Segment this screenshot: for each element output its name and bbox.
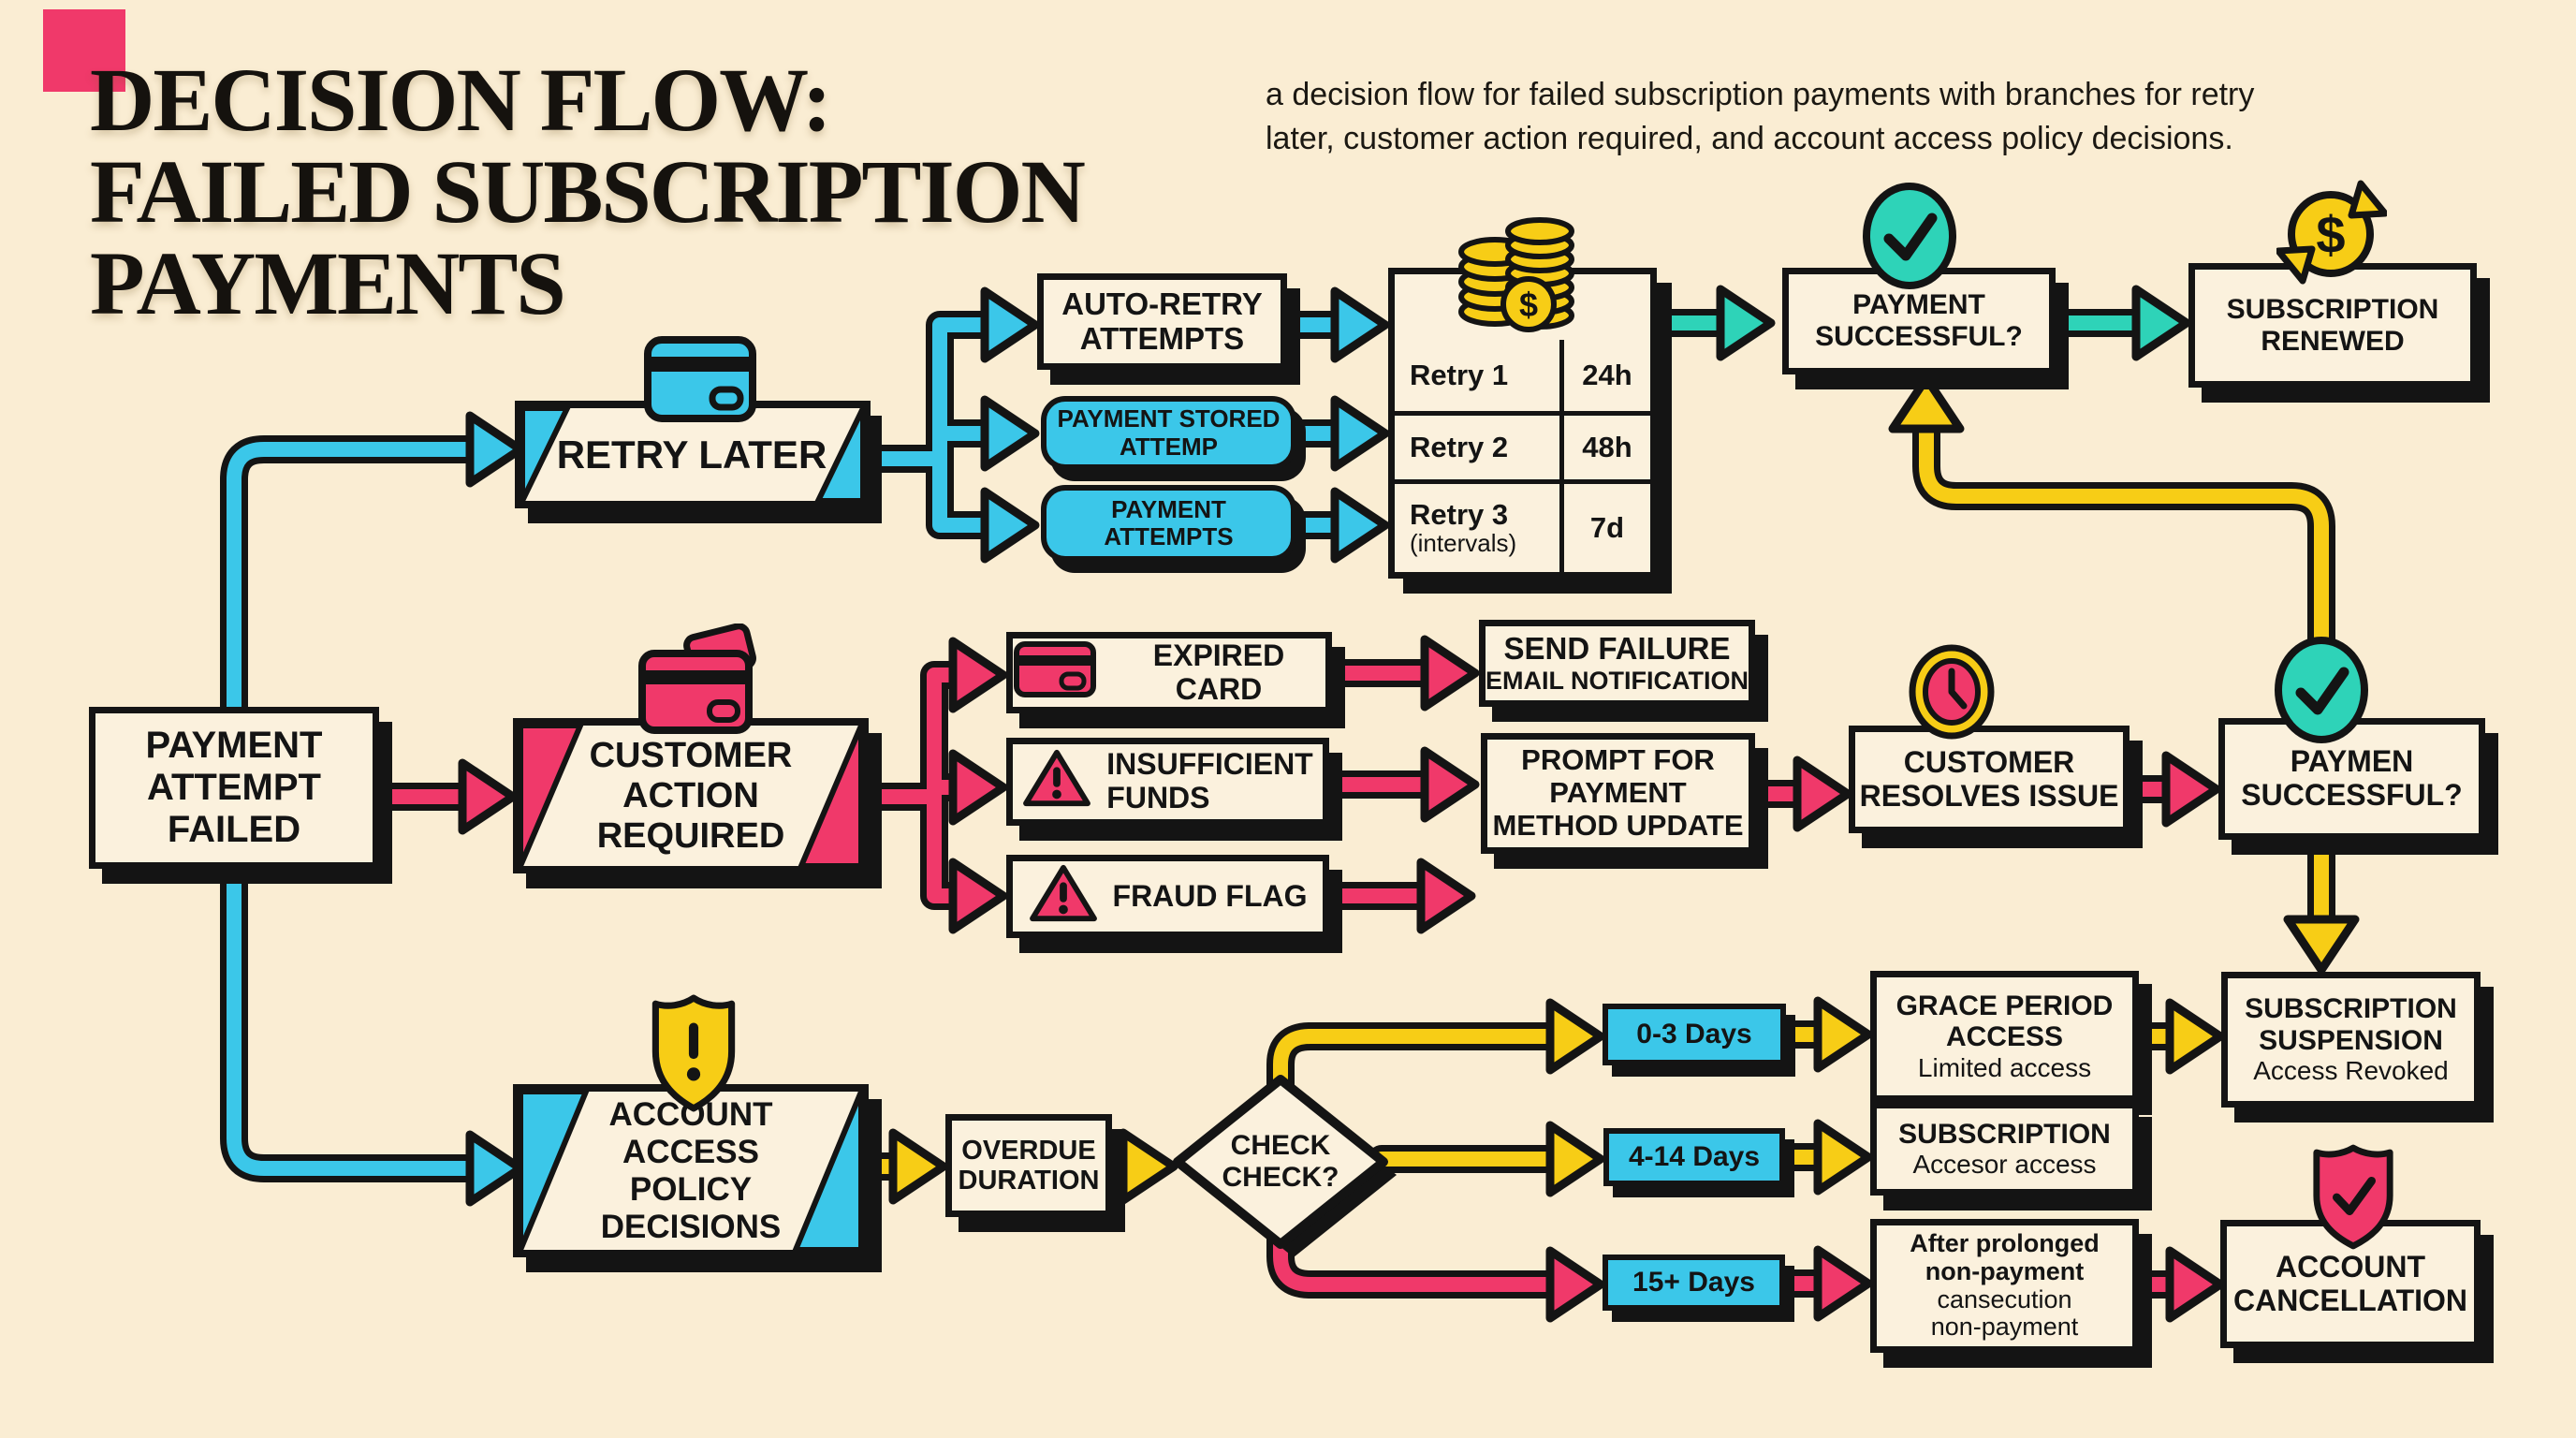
table-row: Retry 1 24h — [1395, 340, 1650, 411]
node-after-prolonged-nonpayment: After prolonged non-payment cansecution … — [1870, 1219, 2139, 1353]
warning-triangle-icon — [1029, 862, 1098, 932]
check-circle-icon — [2273, 635, 2370, 745]
node-customer-action-required: CUSTOMER ACTION REQUIRED — [500, 703, 887, 897]
node-send-failure-email: SEND FAILURE EMAIL NOTIFICATION — [1479, 620, 1755, 707]
node-days-0-3: 0-3 Days — [1603, 1004, 1786, 1065]
page-title: DECISION FLOW: FAILED SUBSCRIPTION PAYME… — [90, 50, 1086, 333]
node-paymen-successful: PAYMEN SUCCESSFUL? — [2218, 718, 2485, 840]
node-retry-later: RETRY LATER — [502, 386, 887, 533]
node-insufficient-funds: INSUFFICIENT FUNDS — [1006, 738, 1329, 826]
shield-check-icon — [2309, 1142, 2397, 1251]
node-customer-resolves-issue: CUSTOMER RESOLVES ISSUE — [1849, 726, 2130, 833]
node-check-check-decision: CHECK CHECK? — [1161, 1063, 1412, 1277]
check-circle-icon — [1861, 181, 1958, 291]
table-row: Retry 3 (intervals) 7d — [1395, 479, 1650, 572]
node-subscription-suspension: SUBSCRIPTION SUSPENSION Access Revoked — [2221, 972, 2481, 1108]
node-prompt-payment-update: PROMPT FOR PAYMENT METHOD UPDATE — [1481, 733, 1755, 854]
node-subscription-renewed: SUBSCRIPTION RENEWED — [2188, 263, 2477, 388]
node-subscription-access: SUBSCRIPTION Accesor access — [1870, 1102, 2139, 1196]
coins-icon: $ — [1456, 192, 1579, 332]
arrowheads — [458, 285, 2360, 1323]
warning-triangle-icon — [1022, 747, 1091, 816]
card-icon — [1013, 640, 1097, 706]
node-grace-period-access: GRACE PERIOD ACCESS Limited access — [1870, 971, 2139, 1102]
page-subtitle: a decision flow for failed subscription … — [1266, 77, 2255, 156]
node-payment-stored-attemp: PAYMENT STORED ATTEMP — [1041, 396, 1296, 470]
node-expired-card: EXPIRED CARD — [1006, 632, 1332, 713]
svg-text:$: $ — [1519, 286, 1538, 324]
svg-text:$: $ — [2316, 205, 2345, 264]
node-payment-attempt-failed: PAYMENT ATTEMPT FAILED — [89, 707, 379, 869]
node-overdue-duration: OVERDUE DURATION — [945, 1114, 1112, 1217]
node-days-4-14: 4-14 Days — [1603, 1128, 1785, 1186]
node-days-15-plus: 15+ Days — [1603, 1255, 1785, 1311]
table-row: Retry 2 48h — [1395, 411, 1650, 479]
node-auto-retry-attempts: AUTO-RETRY ATTEMPTS — [1037, 273, 1287, 370]
node-account-access-policy: ACCOUNT ACCESS POLICY DECISIONS — [500, 1069, 887, 1281]
corner-pink-square — [43, 9, 125, 92]
node-fraud-flag: FRAUD FLAG — [1006, 855, 1329, 938]
dollar-renew-icon: $ — [2276, 176, 2387, 288]
shield-alert-icon — [648, 992, 739, 1114]
node-payment-attempts: PAYMENT ATTEMPTS — [1041, 485, 1296, 562]
node-payment-successful: PAYMENT SUCCESSFUL? — [1782, 268, 2056, 374]
clock-icon — [1907, 642, 1997, 741]
credit-card-icon — [643, 335, 757, 423]
wallet-icon — [635, 624, 764, 738]
